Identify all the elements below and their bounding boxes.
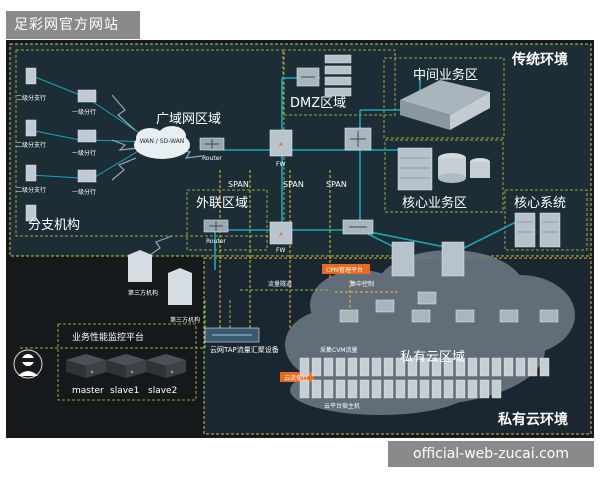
perf-platform-box xyxy=(57,323,197,401)
wan-cloud-label: WAN / SD-WAN xyxy=(140,138,185,145)
flow-tunnel-label: 流量隧道 xyxy=(268,280,292,288)
span-label-3: SPAN xyxy=(326,180,347,189)
server-label-master: master xyxy=(72,386,104,396)
tap-device-label-line1: 云网TAP流量汇聚设备 xyxy=(210,345,279,354)
core-system-servers xyxy=(514,212,561,248)
watermark-bottom: official-web-zucai.com xyxy=(388,441,594,467)
wan-cloud: WAN / SD-WAN xyxy=(134,126,190,159)
core-business-label: 核心业务区 xyxy=(402,195,467,211)
firewall-bottom: FW xyxy=(269,221,293,254)
private-cloud-zone-title: 私有云环境 xyxy=(498,411,568,428)
firewall-bottom-label: FW xyxy=(276,247,285,254)
extranet-box xyxy=(186,189,268,251)
router-wan: Router xyxy=(199,137,225,162)
private-cloud-zone-label: 私有云区域 xyxy=(400,350,465,365)
extranet-label: 外联区域 xyxy=(196,196,248,211)
secondary-branch-label-1: 二级分支行 xyxy=(16,94,46,102)
firewall-top: FW xyxy=(269,129,293,168)
host-label: 云平台宿主机 xyxy=(324,402,360,410)
core-business-servers xyxy=(397,147,490,191)
span-links xyxy=(219,170,400,330)
analyst-icon xyxy=(13,349,43,379)
primary-branch-label-2: 一级分行 xyxy=(72,149,96,157)
probe-label: 云流探针 xyxy=(284,374,308,382)
third-party-buildings xyxy=(128,250,192,305)
server-master xyxy=(66,354,106,378)
branch-devices xyxy=(25,67,97,222)
middle-business-building xyxy=(400,80,490,130)
primary-branch-label-1: 一级分行 xyxy=(72,108,96,116)
third-party-label-1: 第三方机构 xyxy=(128,289,158,297)
secondary-branch-label-3: 二级分支行 xyxy=(16,186,46,194)
firewall-top-label: FW xyxy=(276,161,285,168)
dmz-switch xyxy=(296,67,320,87)
wan-zone-label: 广域网区域 xyxy=(156,112,221,127)
cvm-collect-label: 采集CVM流量 xyxy=(320,346,357,354)
cpm-platform: CPM管理平台 xyxy=(322,264,370,274)
private-cloud-switches xyxy=(339,291,559,323)
router-extranet: Router xyxy=(203,219,229,245)
branch-labels: 二级分支行 二级分支行 二级分支行 一级分行 一级分行 一级分行 xyxy=(16,94,96,196)
server-slave1 xyxy=(106,354,146,378)
core-switch-bottom xyxy=(342,219,374,235)
router-wan-label: Router xyxy=(202,155,222,162)
branch-org-label: 分支机构 xyxy=(28,218,80,233)
primary-branch-label-3: 一级分行 xyxy=(72,188,96,196)
core-system-label: 核心系统 xyxy=(514,196,566,211)
dmz-zone-box xyxy=(282,49,396,116)
span-label-2: SPAN xyxy=(283,180,304,189)
core-system-box xyxy=(504,189,588,251)
server-label-slave1: slave1 xyxy=(110,386,139,396)
dmz-label: DMZ区域 xyxy=(290,96,346,111)
dmz-servers xyxy=(324,54,352,97)
private-cloud-top-servers xyxy=(391,241,465,277)
central-control-label: 集中控制 xyxy=(350,280,374,288)
cpm-platform-label: CPM管理平台 xyxy=(326,266,363,274)
core-switch-top xyxy=(344,127,372,151)
probe-badge: 云流探针 xyxy=(280,372,314,382)
secondary-branch-label-2: 二级分支行 xyxy=(16,141,46,149)
router-extranet-label: Router xyxy=(206,238,226,245)
third-party-label-2: 第三方机构 xyxy=(170,316,200,324)
tap-device xyxy=(204,327,260,343)
server-label-slave2: slave2 xyxy=(148,386,177,396)
span-label-1: SPAN xyxy=(228,180,249,189)
perf-platform-label: 业务性能监控平台 xyxy=(72,331,144,343)
middle-zone-box xyxy=(383,57,505,139)
server-slave2 xyxy=(146,354,186,378)
middle-business-label: 中间业务区 xyxy=(413,67,478,83)
traditional-zone-title: 传统环境 xyxy=(511,51,568,68)
private-cloud-racks xyxy=(299,357,550,399)
watermark-top: 足彩网官方网站 xyxy=(6,11,140,39)
